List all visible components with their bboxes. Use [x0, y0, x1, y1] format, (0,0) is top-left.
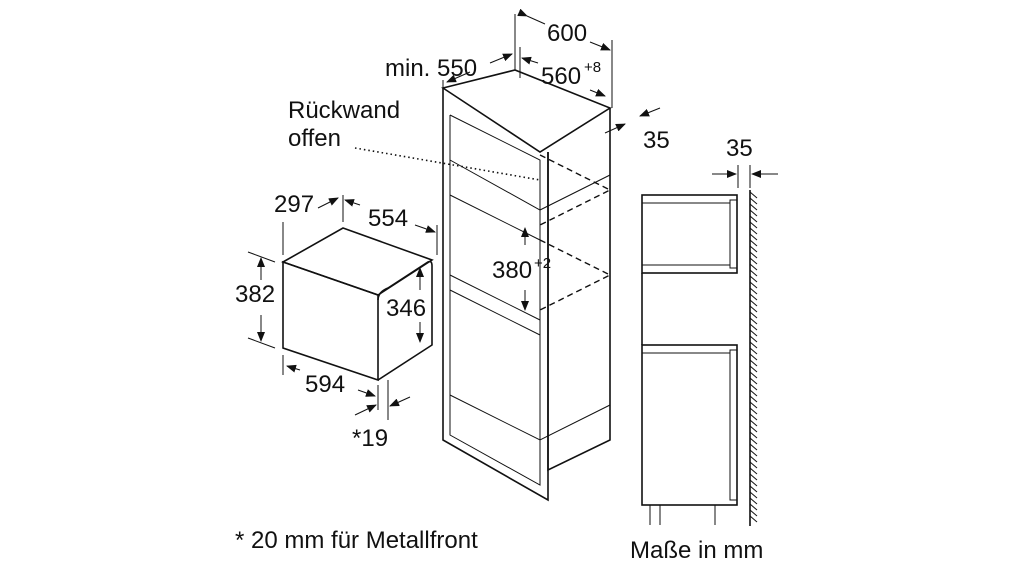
hatch-line [749, 269, 758, 277]
dim-width-600: 600 [547, 20, 587, 47]
footnote: * 20 mm für Metallfront [235, 527, 478, 554]
wall-hatching [749, 191, 758, 523]
hatch-line [749, 227, 758, 235]
hatch-line [749, 281, 758, 289]
hatch-line [749, 497, 758, 505]
hatch-line [749, 263, 758, 271]
hatch-line [749, 359, 758, 367]
dim-inner-width: 560 [541, 63, 581, 90]
dim-front-offset: *19 [352, 425, 388, 452]
dim-back-gap: 35 [643, 127, 670, 154]
hatch-line [749, 479, 758, 487]
dim-microwave-depth: 297 [274, 191, 314, 218]
hatch-line [749, 329, 758, 337]
hatch-line [749, 293, 758, 301]
dim-depth-550: min. 550 [385, 55, 477, 82]
hatch-line [749, 407, 758, 415]
hatch-line [749, 275, 758, 283]
hatch-line [749, 245, 758, 253]
hatch-line [749, 461, 758, 469]
hatch-line [749, 197, 758, 205]
hatch-line [749, 209, 758, 217]
hatch-line [749, 365, 758, 373]
hatch-line [749, 305, 758, 313]
microwave [281, 227, 434, 382]
hatch-line [749, 311, 758, 319]
hatch-line [749, 491, 758, 499]
hatch-line [749, 323, 758, 331]
hatch-line [749, 503, 758, 511]
hatch-line [749, 287, 758, 295]
hatch-line [749, 449, 758, 457]
dim-microwave-height: 382 [235, 281, 275, 308]
hatch-line [749, 233, 758, 241]
hatch-line [749, 299, 758, 307]
hatch-line [749, 467, 758, 475]
hatch-line [749, 251, 758, 259]
dim-niche-height-tol: +2 [534, 255, 551, 272]
hatch-line [749, 317, 758, 325]
hatch-line [749, 239, 758, 247]
dim-microwave-width: 554 [368, 205, 408, 232]
dim-side-gap: 35 [726, 135, 753, 162]
hatch-line [749, 515, 758, 523]
hatch-line [749, 215, 758, 223]
hatch-line [749, 353, 758, 361]
tall-cabinet [354, 69, 612, 502]
hatch-line [749, 191, 758, 199]
hatch-line [749, 395, 758, 403]
hatch-line [749, 341, 758, 349]
hatch-line [749, 401, 758, 409]
leader-back-open [354, 147, 541, 181]
hatch-line [749, 221, 758, 229]
units-note: Maße in mm [630, 537, 763, 564]
dim-niche-height: 380 [492, 257, 532, 284]
hatch-line [749, 335, 758, 343]
hatch-line [749, 389, 758, 397]
hatch-line [749, 485, 758, 493]
hatch-line [749, 431, 758, 439]
hatch-line [749, 509, 758, 517]
hatch-line [749, 455, 758, 463]
hatch-line [749, 377, 758, 385]
note-back-line1: Rückwand [288, 97, 400, 124]
dim-microwave-front-width: 594 [305, 371, 345, 398]
hatch-line [749, 203, 758, 211]
dim-inner-width-tol: +8 [584, 59, 601, 76]
side-view [641, 190, 758, 526]
hatch-line [749, 371, 758, 379]
hatch-line [749, 347, 758, 355]
hatch-line [749, 257, 758, 265]
hatch-line [749, 437, 758, 445]
hatch-line [749, 473, 758, 481]
hatch-line [749, 443, 758, 451]
hatch-line [749, 383, 758, 391]
hatch-line [749, 419, 758, 427]
hatch-line [749, 425, 758, 433]
hatch-line [749, 413, 758, 421]
dim-microwave-front-height: 346 [386, 295, 426, 322]
note-back-line2: offen [288, 125, 341, 152]
